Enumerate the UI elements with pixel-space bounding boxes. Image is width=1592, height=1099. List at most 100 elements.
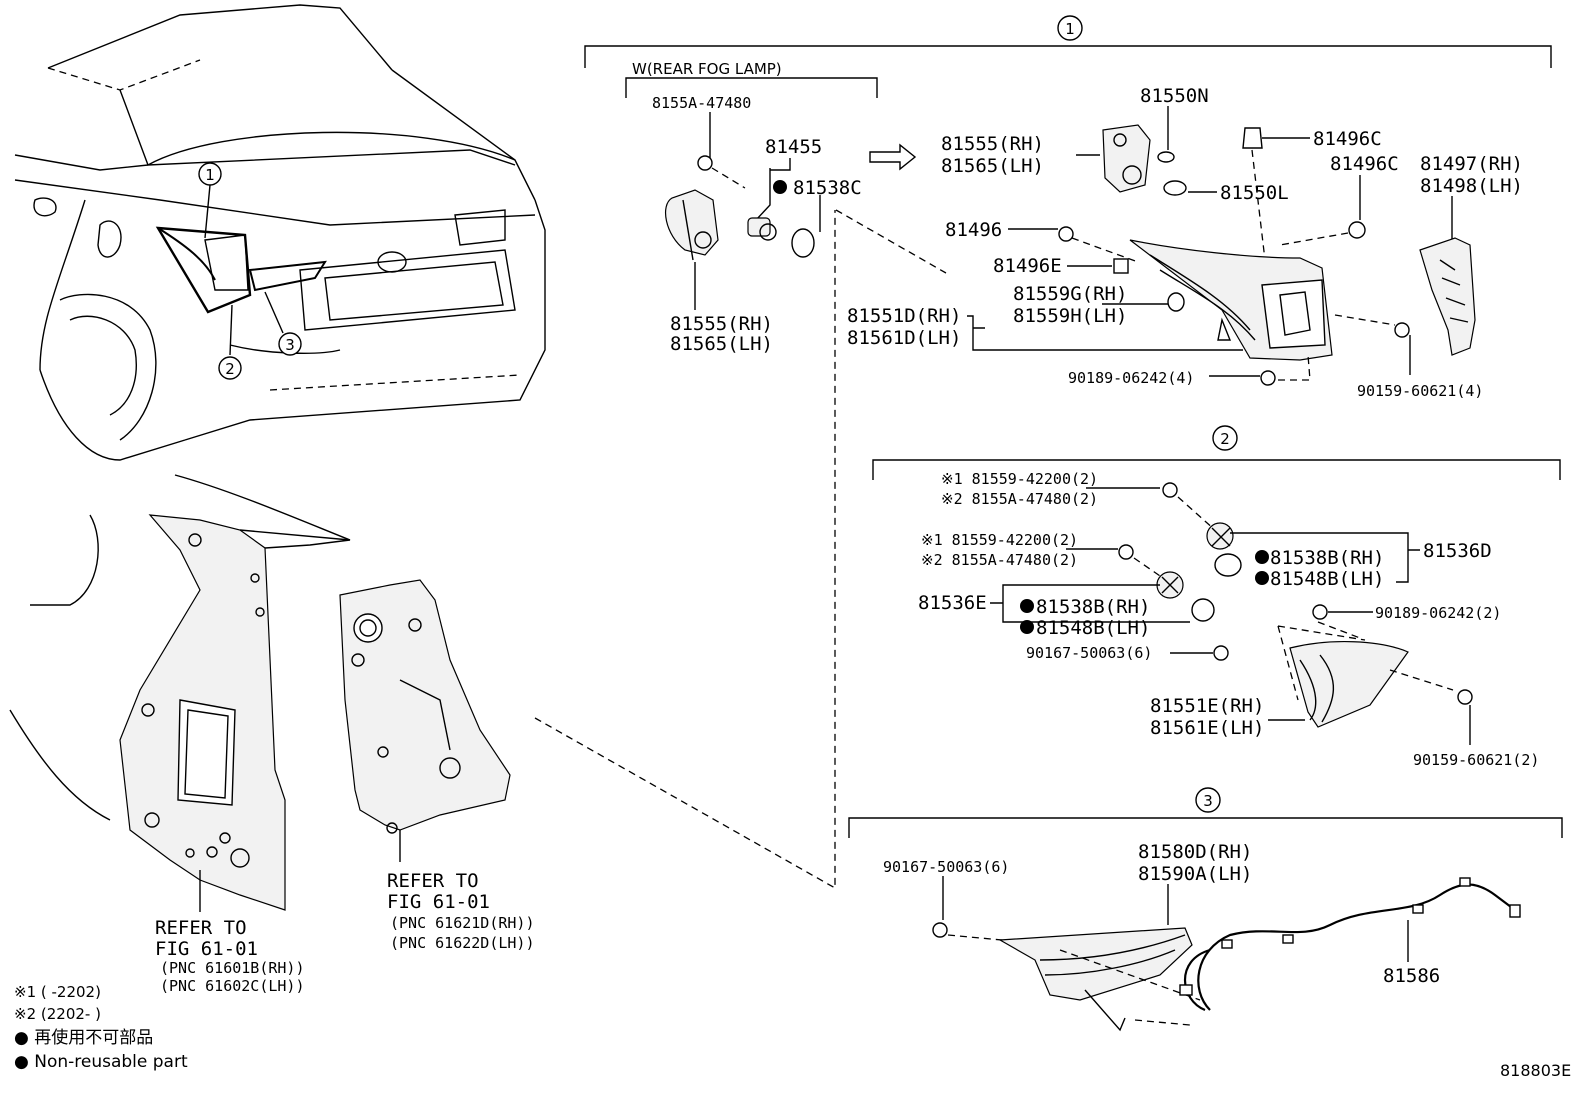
clip-81496c-icon	[1242, 127, 1263, 149]
oring-icon-b	[1191, 598, 1215, 622]
group-1-rear-lamp: 1 W(REAR FOG LAMP) 8155A-47480 81455 815…	[584, 15, 1552, 400]
callout-2-label: 2	[1220, 430, 1230, 448]
nut-90189-2-icon	[1312, 604, 1328, 620]
clip-81496-icon	[1058, 226, 1074, 242]
callout-1-vehicle: 1	[198, 162, 222, 186]
fog-socket-icon	[747, 217, 777, 241]
svg-text:2: 2	[225, 360, 235, 378]
fog-screw-icon	[697, 155, 746, 189]
lamp-81590a-lh-part-number: 81590A(LH)	[1138, 863, 1252, 885]
callout-2-vehicle: 2	[218, 356, 242, 380]
socket-81538b-rh-part-number: 81538B(RH)	[1270, 547, 1384, 569]
leader-line-dashed	[534, 210, 836, 890]
pnc-lh-left: (PNC 61602C(LH))	[160, 977, 305, 995]
callout-1-label: 1	[1065, 20, 1075, 38]
refer-to-right: REFER TO FIG 61-01 (PNC 61621D(RH)) (PNC…	[387, 870, 535, 952]
fog-screw-part-number: 8155A-47480	[652, 94, 751, 112]
group-2-lamp: 2 ※1 81559-42200(2) ※2 8155A-47480(2) 81…	[872, 425, 1561, 769]
lamp-81580d-rh-part-number: 81580D(RH)	[1138, 841, 1252, 863]
socket-81538b-rh-part-number-b: 81538B(RH)	[1036, 596, 1150, 618]
lamp-81551e-icon	[1289, 641, 1409, 728]
clip-81496e-icon	[1113, 258, 1129, 274]
non-reusable-dot-icon	[1020, 599, 1034, 613]
non-reusable-dot-icon	[1255, 550, 1269, 564]
oring-icon	[1214, 553, 1242, 577]
screw-90167-6-part-number-b: 90167-50063(6)	[883, 858, 1009, 876]
socket-81548b-lh-part-number-b: 81548B(LH)	[1036, 617, 1150, 639]
callout-1-circle	[1057, 15, 1083, 41]
non-reusable-dot-icon	[1020, 620, 1034, 634]
fog-socket-assy-part-number: 81455	[765, 136, 822, 158]
legend-note-2: ※2 (2202- )	[14, 1005, 101, 1023]
wire-harness-part-number: 81586	[1383, 965, 1440, 987]
cushion-lh-part-number: 81498(LH)	[1420, 175, 1523, 197]
socket-81548b-lh-part-number: 81548B(LH)	[1270, 568, 1384, 590]
screw-90167-b-icon	[932, 922, 948, 938]
pnc-lh-right: (PNC 61622D(LH))	[390, 934, 535, 952]
fog-socket-part-number: 81538C	[793, 177, 862, 199]
screw-90159-2-part-number: 90159-60621(2)	[1413, 751, 1539, 769]
bulb-81559-icon	[1167, 292, 1185, 312]
diagram-id: 818803E	[1500, 1061, 1571, 1080]
non-reusable-dot-icon	[1255, 571, 1269, 585]
note2-screw-part-number-b: ※2 8155A-47480(2)	[921, 551, 1078, 569]
legend-non-reusable-en: ● Non-reusable part	[14, 1052, 188, 1072]
svg-text:1: 1	[205, 166, 215, 184]
group-3-lamp: 3 81580D(RH) 81590A(LH) 90167-50063(6) 8…	[848, 787, 1563, 1032]
wire-harness-81586-icon	[1179, 877, 1521, 1012]
fog-oring-icon	[791, 228, 815, 258]
refer-to-label-left: REFER TO	[155, 917, 247, 939]
lamp-socket-icon	[1102, 124, 1151, 193]
svg-text:3: 3	[285, 336, 295, 354]
direction-arrow-icon	[869, 143, 917, 171]
screw-90167-6-part-number-a: 90167-50063(6)	[1026, 644, 1152, 662]
bulb-icon	[1157, 151, 1175, 163]
legend-non-reusable-jp: ● 再使用不可部品	[14, 1027, 153, 1048]
callout-2-circle	[1212, 425, 1238, 451]
vehicle-rear-illustration	[14, 4, 546, 461]
clip-81496e-part-number: 81496E	[993, 255, 1062, 277]
fog-lamp-housing-icon	[664, 189, 719, 261]
socket-81536d-icon	[1206, 522, 1234, 550]
bulb-socket-screw-icon	[1162, 482, 1178, 498]
cushion-rh-part-number: 81497(RH)	[1420, 153, 1523, 175]
bulb-81550l-icon	[1163, 180, 1187, 196]
fog-lamp-lh-part-number: 81565(LH)	[670, 333, 773, 355]
bulb-socket-screw-icon-b	[1118, 544, 1134, 560]
lens-81551d-rh-part-number: 81551D(RH)	[847, 305, 961, 327]
group-3-bracket	[848, 817, 1563, 838]
refer-to-label-right: REFER TO	[387, 870, 479, 892]
socket-assy-81536d-part-number: 81536D	[1423, 540, 1492, 562]
note1-bulb-part-number-b: ※1 81559-42200(2)	[921, 531, 1078, 549]
clip-81496c-top-part-number: 81496C	[1313, 128, 1382, 150]
fog-lamp-header: W(REAR FOG LAMP)	[632, 60, 782, 78]
fig-ref-right: FIG 61-01	[387, 891, 490, 913]
legend: ※1 ( -2202) ※2 (2202- ) ● 再使用不可部品 ● Non-…	[14, 983, 188, 1072]
lamp-81580d-icon	[997, 927, 1193, 1032]
screw-90167-icon	[1213, 645, 1229, 661]
pnc-rh-left: (PNC 61601B(RH))	[160, 959, 305, 977]
lens-81561d-lh-part-number: 81561D(LH)	[847, 327, 961, 349]
nut-90189-icon	[1260, 370, 1276, 386]
rear-combination-lamp-icon	[1129, 239, 1333, 361]
cushion-icon	[1419, 237, 1476, 356]
nut-90189-4-part-number: 90189-06242(4)	[1068, 369, 1194, 387]
bulb-81559g-rh-part-number: 81559G(RH)	[1013, 283, 1127, 305]
note2-screw-part-number-a: ※2 8155A-47480(2)	[941, 490, 1098, 508]
fog-lamp-rh-part-number: 81555(RH)	[670, 313, 773, 335]
note1-bulb-part-number-a: ※1 81559-42200(2)	[941, 470, 1098, 488]
lens-81551e-rh-part-number: 81551E(RH)	[1150, 695, 1264, 717]
clip-81496-part-number: 81496	[945, 219, 1002, 241]
bulb-81550l-part-number: 81550L	[1220, 182, 1289, 204]
group-1-bracket	[584, 45, 1552, 68]
bulb-81550n-part-number: 81550N	[1140, 85, 1209, 107]
fig-ref-left: FIG 61-01	[155, 938, 258, 960]
screw-90159-icon	[1394, 322, 1410, 338]
lamp-socket-lh-part-number: 81565(LH)	[941, 155, 1044, 177]
refer-to-left: REFER TO FIG 61-01 (PNC 61601B(RH)) (PNC…	[155, 917, 305, 995]
socket-assy-81536e-part-number: 81536E	[918, 592, 987, 614]
clip-81496c-part-number: 81496C	[1330, 153, 1399, 175]
pnc-rh-right: (PNC 61621D(RH))	[390, 914, 535, 932]
callout-3-label: 3	[1203, 792, 1213, 810]
